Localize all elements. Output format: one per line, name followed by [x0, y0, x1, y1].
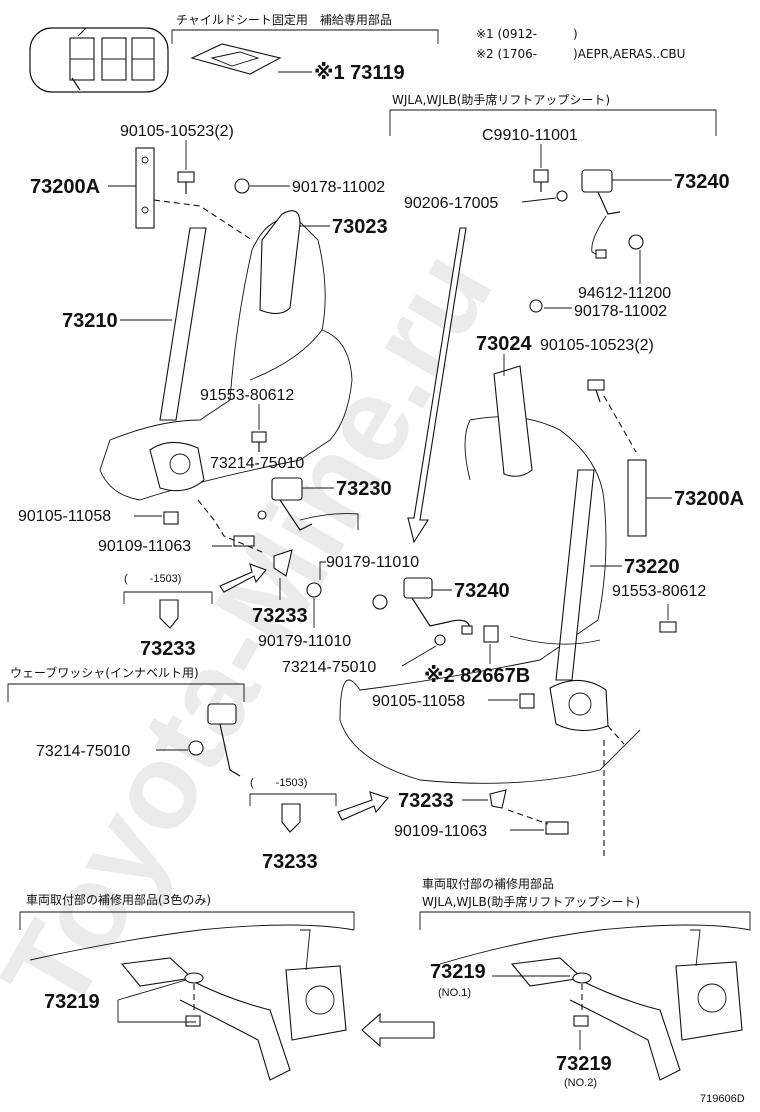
- bolt-90105-10523-left: [177, 171, 195, 194]
- part-73233-d: [281, 803, 301, 833]
- part-73230-buckle: [271, 477, 359, 531]
- washer-73214-75010-b: [434, 634, 446, 646]
- label-90179-11010-a: 90179-11010: [326, 554, 419, 571]
- label-90179-11010-b: 90179-11010: [258, 633, 351, 650]
- label-90105-11058-right: 90105-11058: [372, 693, 465, 710]
- part-73233-a: [159, 599, 179, 629]
- part-73240-buckle-mid: [403, 577, 473, 635]
- label-73200A-left: 73200A: [30, 176, 100, 198]
- inner-belt-buckle-diagram: [207, 703, 241, 777]
- label-94612-11200: 94612-11200: [578, 285, 671, 302]
- label-91553-80612-left: 91553-80612: [200, 387, 294, 404]
- child-seat-header: チャイルドシート固定用 補給専用部品: [176, 12, 392, 27]
- part-73200A-left-adjuster: [135, 147, 155, 229]
- bolt-90105-10523-right: [587, 379, 605, 403]
- washer-90206-17005: [556, 190, 568, 202]
- nut-90179-11010-a: [372, 594, 388, 610]
- label-73219-left: 73219: [44, 991, 100, 1013]
- vehicle-seat-layout-icon: [29, 27, 169, 93]
- bolt-90109-11063-right: [545, 821, 569, 835]
- bolt-90105-11058-left: [163, 511, 179, 525]
- label-no2: (NO.2): [564, 1077, 597, 1089]
- label-73220: 73220: [624, 556, 680, 578]
- left-seat-outline: [99, 218, 353, 501]
- nut-90178-11002-left: [234, 178, 250, 194]
- label-90105-10523-right: 90105-10523(2): [540, 337, 654, 354]
- repair-right-detail: [439, 924, 751, 1081]
- part-73023-shoulder-cover: [259, 210, 301, 315]
- part-73233-c-clip: [489, 789, 507, 809]
- right-retractor: [549, 679, 609, 732]
- part-73200A-right-adjuster: [627, 459, 647, 537]
- part-82667B: [483, 625, 499, 643]
- label-73023: 73023: [332, 216, 388, 238]
- label-no1: (NO.1): [438, 987, 471, 999]
- label-73230: 73230: [336, 478, 392, 500]
- label-73214-75010-c: 73214-75010: [36, 743, 130, 760]
- label-91553-80612-right: 91553-80612: [612, 583, 706, 600]
- washer-73214-75010-a: [257, 510, 267, 520]
- label-73233-b: 73233: [252, 605, 308, 627]
- label-73214-75010-a: 73214-75010: [210, 455, 304, 472]
- bolt-90105-11058-right: [519, 693, 535, 709]
- washer-73214-75010-c: [188, 740, 204, 756]
- label-82667B: ※2 82667B: [424, 665, 530, 687]
- range-1503-a: ( -1503): [124, 573, 181, 585]
- label-73024: 73024: [476, 333, 532, 355]
- note-1: ※1 (0912- ): [476, 27, 578, 41]
- label-90178-11002-right: 90178-11002: [574, 303, 667, 320]
- left-retractor: [149, 441, 205, 492]
- label-73214-75010-b: 73214-75010: [282, 659, 376, 676]
- label-90109-11063-left: 90109-11063: [98, 538, 191, 555]
- label-90105-11058-left: 90105-11058: [18, 508, 111, 525]
- arrow-bottom-left: [361, 1012, 435, 1048]
- range-1503-b: ( -1503): [250, 777, 307, 789]
- part-73210-seat-belt: [159, 227, 207, 421]
- part-94612-11200: [628, 234, 644, 250]
- note-2: ※2 (1706- )AEPR,AERAS..CBU: [476, 47, 685, 61]
- label-73119: ※1 73119: [314, 62, 405, 84]
- label-73240-mid: 73240: [454, 580, 510, 602]
- label-73219-right-2: 73219: [556, 1053, 612, 1075]
- bolt-90109-11063-left: [233, 535, 255, 547]
- part-73240-buckle-top: [581, 169, 621, 259]
- repair-left-detail: [29, 924, 355, 1081]
- label-90206-17005: 90206-17005: [404, 195, 498, 212]
- label-90105-10523-left: 90105-10523(2): [120, 123, 234, 140]
- bolt-91553-80612-right: [659, 621, 677, 633]
- part-C9910-11001: [533, 169, 549, 192]
- repair-right-header-1: 車両取付部の補修用部品: [422, 876, 554, 891]
- nut-90178-11002-right: [529, 299, 543, 313]
- label-73240-top: 73240: [674, 171, 730, 193]
- arrow-to-73233-b: [219, 563, 267, 593]
- repair-left-header: 車両取付部の補修用部品(3色のみ): [26, 892, 211, 907]
- part-73024-shoulder-cover: [493, 365, 533, 477]
- label-90178-11002-left: 90178-11002: [292, 179, 385, 196]
- diagram-id: 719606D: [700, 1093, 745, 1105]
- repair-right-header-2: WJLA,WJLB(助手席リフトアップシート): [422, 894, 640, 909]
- label-C9910-11001: C9910-11001: [482, 127, 578, 144]
- wave-washer-header: ウェーブワッシャ(インナベルト用): [10, 665, 199, 680]
- part-73233-b-clip: [273, 549, 293, 577]
- wjla-lift-header: WJLA,WJLB(助手席リフトアップシート): [392, 92, 610, 107]
- label-73210: 73210: [62, 310, 118, 332]
- long-pointer-arrow: [407, 227, 467, 544]
- part-73220-seat-belt: [555, 469, 595, 681]
- part-73119-plate: [190, 43, 312, 75]
- label-73219-right-1: 73219: [430, 961, 486, 983]
- label-73233-a: 73233: [140, 638, 196, 660]
- label-90109-11063-right: 90109-11063: [394, 823, 487, 840]
- nut-90179-11010-b: [306, 582, 322, 598]
- arrow-to-73233-c: [337, 791, 389, 821]
- bolt-91553-80612-left: [251, 431, 267, 452]
- right-seat-outline: [339, 416, 641, 784]
- label-73200A-right: 73200A: [674, 488, 744, 510]
- label-73233-c: 73233: [398, 790, 454, 812]
- label-73233-d: 73233: [262, 851, 318, 873]
